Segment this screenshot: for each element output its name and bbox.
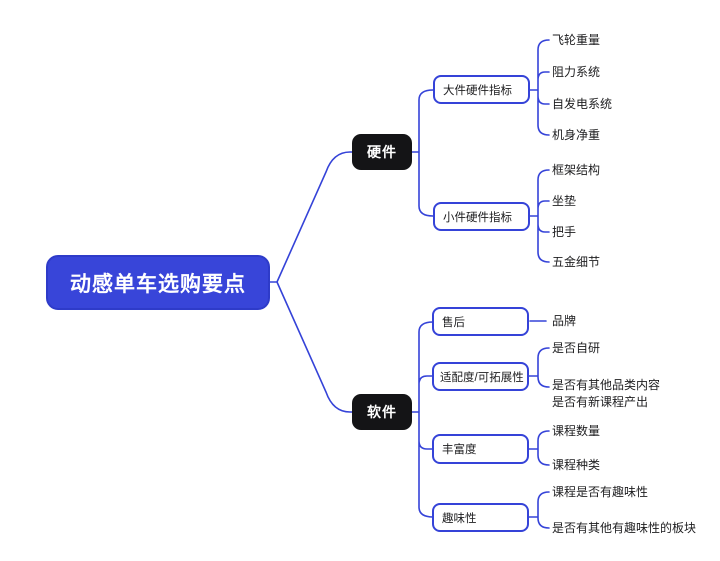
connector-large-hw-bracket xyxy=(529,39,550,136)
leaf-course-variety[interactable]: 课程种类 xyxy=(552,458,601,472)
leaf-other-category-content[interactable]: 是否有其他品类内容 xyxy=(552,378,661,392)
connector-fun-bracket xyxy=(527,491,550,529)
leaf-new-course-output[interactable]: 是否有新课程产出 xyxy=(552,395,649,409)
branch-node-software[interactable]: 软件 xyxy=(352,394,412,430)
leaf-course-quantity[interactable]: 课程数量 xyxy=(552,424,601,438)
connector-software-bracket xyxy=(411,321,434,518)
topic-node-small-hardware[interactable]: 小件硬件指标 xyxy=(433,202,530,231)
leaf-net-weight[interactable]: 机身净重 xyxy=(552,128,601,142)
leaf-hardware-details[interactable]: 五金细节 xyxy=(552,255,601,269)
topic-node-large-hardware[interactable]: 大件硬件指标 xyxy=(433,75,530,104)
branch-node-hardware[interactable]: 硬件 xyxy=(352,134,412,170)
topic-node-compatibility[interactable]: 适配度/可拓展性 xyxy=(432,362,529,391)
leaf-seat-cushion[interactable]: 坐垫 xyxy=(552,194,577,208)
topic-node-aftersale[interactable]: 售后 xyxy=(432,307,529,336)
leaf-frame-structure[interactable]: 框架结构 xyxy=(552,163,601,177)
connector-small-hw-bracket xyxy=(529,169,550,263)
root-node[interactable]: 动感单车选购要点 xyxy=(46,255,270,310)
connector-hardware-bracket xyxy=(411,89,434,217)
leaf-course-fun[interactable]: 课程是否有趣味性 xyxy=(552,485,649,499)
leaf-self-power-system[interactable]: 自发电系统 xyxy=(552,97,613,111)
leaf-brand[interactable]: 品牌 xyxy=(552,314,577,328)
leaf-resistance-system[interactable]: 阻力系统 xyxy=(552,65,601,79)
topic-node-fun[interactable]: 趣味性 xyxy=(432,503,529,532)
leaf-handlebar[interactable]: 把手 xyxy=(552,225,577,239)
connector-root-fork xyxy=(269,151,353,413)
leaf-self-developed[interactable]: 是否自研 xyxy=(552,341,601,355)
leaf-flywheel-weight[interactable]: 飞轮重量 xyxy=(552,33,601,47)
connector-richness-bracket xyxy=(527,430,550,466)
connector-compat-bracket xyxy=(527,347,550,388)
topic-node-richness[interactable]: 丰富度 xyxy=(432,434,529,464)
leaf-other-fun-sections[interactable]: 是否有其他有趣味性的板块 xyxy=(552,521,697,535)
